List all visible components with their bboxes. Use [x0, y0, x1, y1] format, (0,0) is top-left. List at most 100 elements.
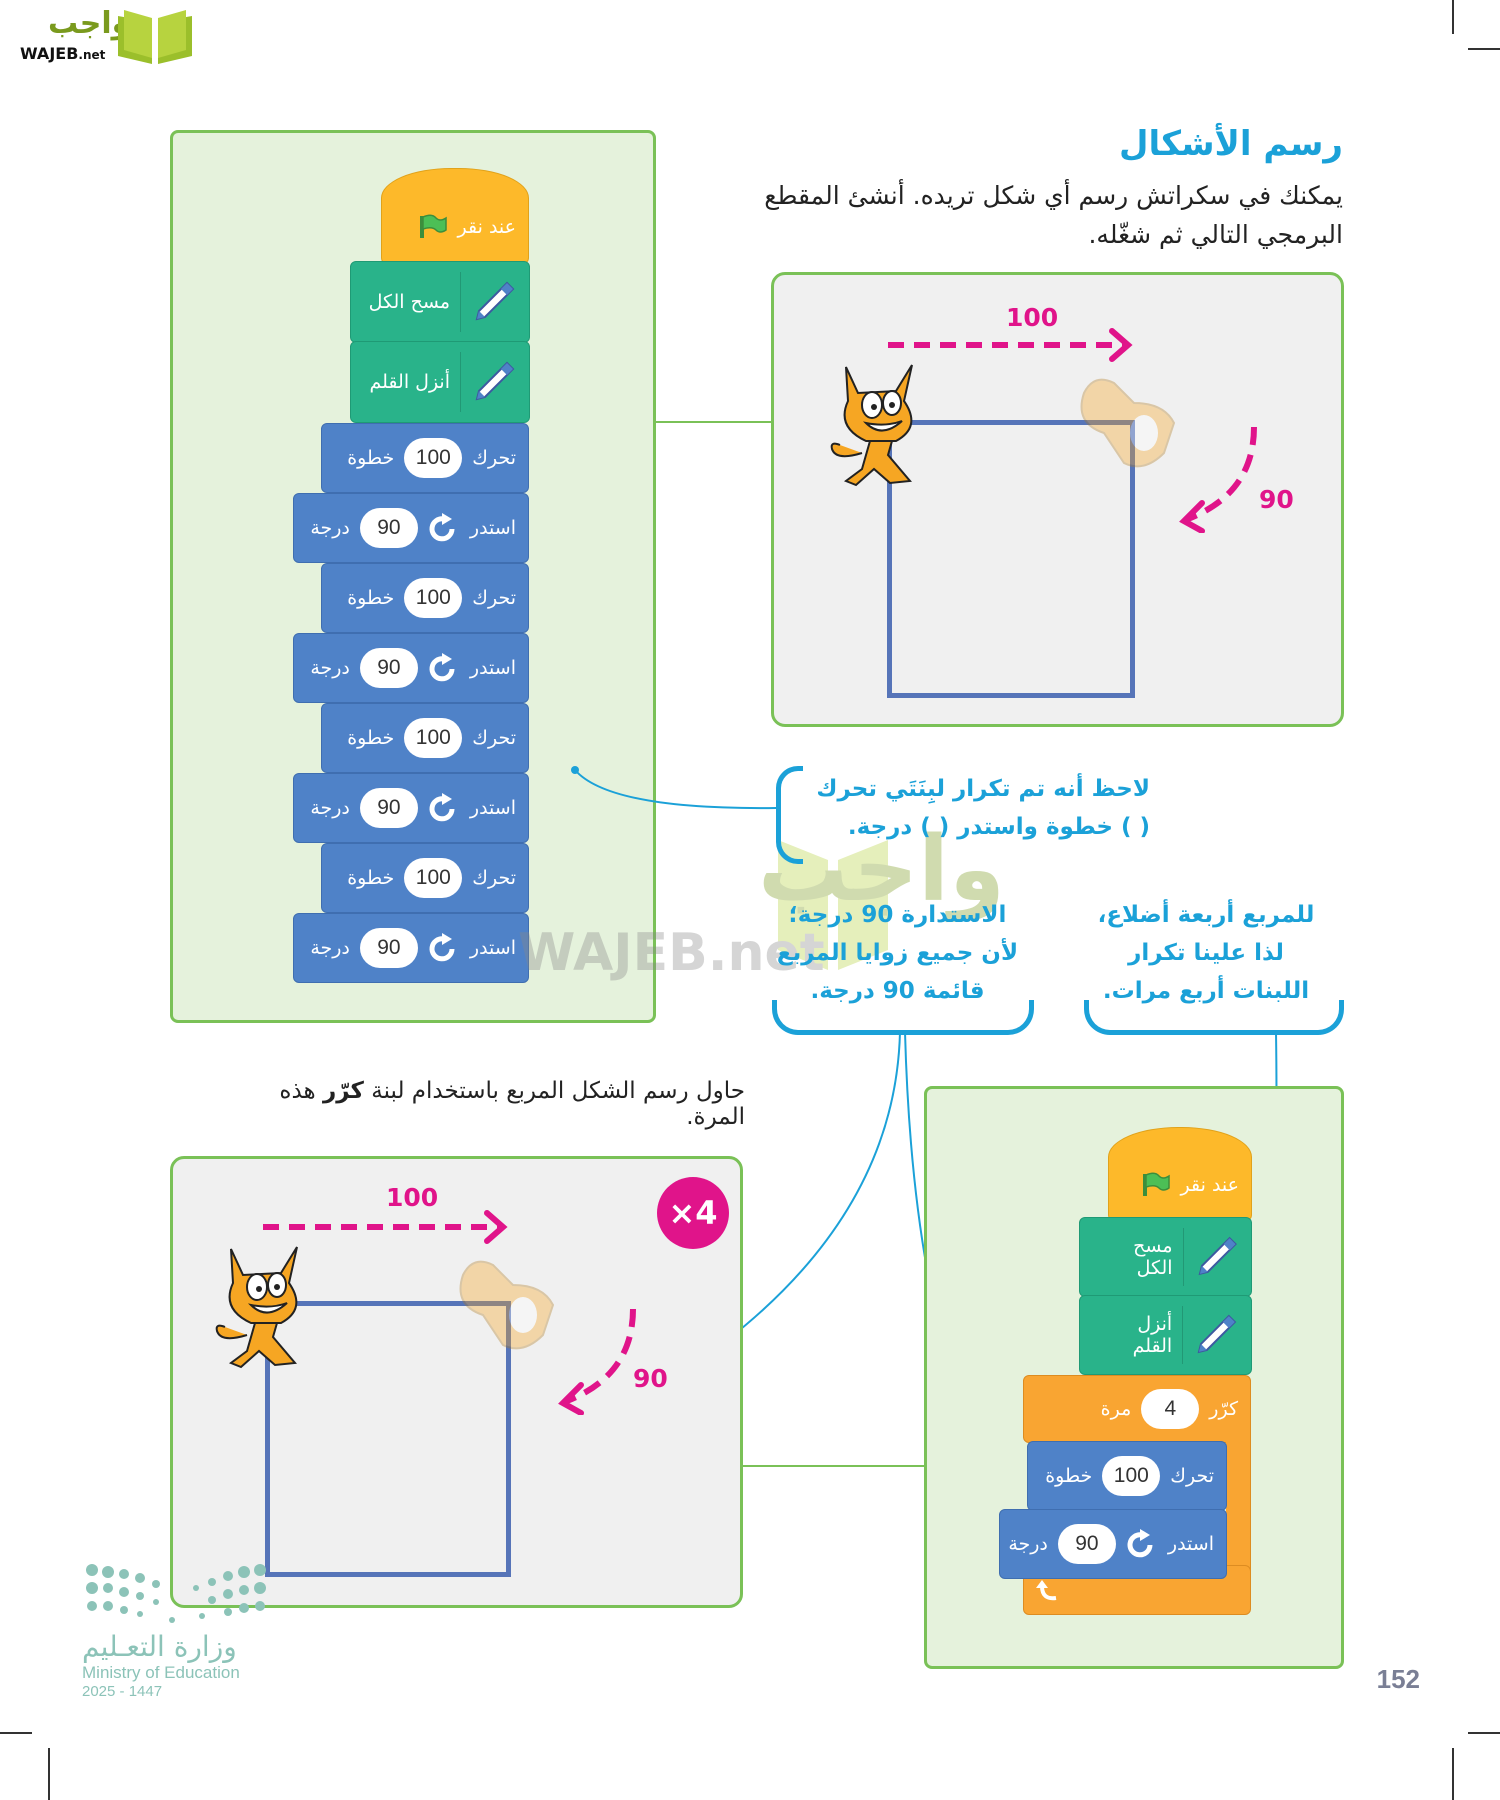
- block-label: مرة: [1100, 1398, 1132, 1420]
- pen-icon: [1197, 1314, 1237, 1354]
- move-steps-block[interactable]: تحرك 100 خطوة: [321, 703, 529, 773]
- pen-down-block[interactable]: أنزل القلم: [350, 341, 530, 423]
- block-label: درجة: [310, 797, 350, 819]
- block-label: تحرك: [472, 587, 516, 609]
- degrees-input[interactable]: 90: [359, 788, 418, 828]
- steps-input[interactable]: 100: [1102, 1456, 1161, 1496]
- crop-mark: [48, 1748, 50, 1800]
- block-label: تحرك: [472, 447, 516, 469]
- move-steps-block[interactable]: تحرك 100 خطوة: [321, 423, 529, 493]
- steps-input[interactable]: 100: [404, 718, 463, 758]
- turn-arrow: [1179, 426, 1257, 533]
- crop-mark: [1468, 1732, 1500, 1734]
- block-label: مسح الكل: [368, 291, 450, 313]
- connector-line: [743, 1465, 924, 1467]
- degrees-input[interactable]: 90: [359, 928, 418, 968]
- degrees-input[interactable]: 90: [359, 648, 418, 688]
- repeat-arm: [1226, 1435, 1251, 1575]
- stage-preview-1: 100 90: [771, 272, 1344, 727]
- move-steps-block[interactable]: تحرك 100 خطوة: [321, 563, 529, 633]
- logo-latin: WAJEB.net: [20, 44, 106, 63]
- when-flag-clicked-block[interactable]: عند نقر: [381, 168, 529, 264]
- angle-label: 90: [1259, 485, 1294, 514]
- callout-brace: [772, 1000, 1034, 1035]
- distance-arrow: [263, 1210, 508, 1244]
- block-label: مسح الكل: [1133, 1235, 1173, 1279]
- block-label: خطوة: [347, 867, 395, 889]
- logo-arabic: واجب: [48, 6, 131, 41]
- steps-input[interactable]: 100: [404, 438, 463, 478]
- repeat-times-badge: ×4: [657, 1177, 729, 1249]
- rotate-clockwise-icon: [428, 793, 460, 823]
- stage-preview-2: 100 90 ×4: [170, 1156, 743, 1608]
- erase-all-block[interactable]: مسح الكل: [350, 261, 530, 343]
- callout-notice: لاحظ أنه تم تكرار لبِنَتَي تحرك ( ) خطوة…: [816, 776, 1150, 840]
- degrees-input[interactable]: 90: [359, 508, 418, 548]
- loop-arrow-icon: [1036, 1580, 1057, 1601]
- block-label: تحرك: [1170, 1465, 1214, 1487]
- block-label: استدر: [469, 937, 516, 959]
- separator: [1182, 1228, 1184, 1286]
- pen-icon: [475, 361, 515, 401]
- block-label: تحرك: [472, 867, 516, 889]
- pen-icon: [475, 281, 515, 321]
- when-flag-clicked-block[interactable]: عند نقر: [1108, 1127, 1252, 1221]
- connector-line: [655, 421, 771, 423]
- crop-mark: [1452, 0, 1454, 34]
- green-flag-icon: [1142, 1172, 1170, 1196]
- block-label: درجة: [310, 937, 350, 959]
- drawn-square: [887, 420, 1135, 698]
- scratch-cat-sprite: [215, 1246, 298, 1369]
- callout-repeat-reason: للمربع أربعة أضلاع، لذا علينا تكرار اللب…: [1097, 902, 1315, 1004]
- turn-right-block[interactable]: استدر 90 درجة: [293, 913, 529, 983]
- turn-right-block[interactable]: استدر 90 درجة: [293, 773, 529, 843]
- move-steps-block[interactable]: تحرك 100 خطوة: [1027, 1441, 1227, 1511]
- crop-mark: [1468, 48, 1500, 50]
- callout-brace: [1084, 1000, 1344, 1035]
- block-label: أنزل القلم: [369, 371, 450, 393]
- pen-down-block[interactable]: أنزل القلم: [1079, 1295, 1252, 1375]
- rotated-cat-ghost: [1080, 378, 1176, 468]
- block-label: درجة: [1008, 1533, 1048, 1555]
- block-label: استدر: [469, 657, 516, 679]
- rotate-clockwise-icon: [428, 653, 460, 683]
- rotate-clockwise-icon: [428, 933, 460, 963]
- block-label: درجة: [310, 517, 350, 539]
- turn-right-block[interactable]: استدر 90 درجة: [293, 493, 529, 563]
- block-label: استدر: [469, 517, 516, 539]
- steps-input[interactable]: 100: [404, 858, 463, 898]
- distance-label: 100: [386, 1183, 439, 1212]
- callout-connector: [571, 766, 777, 810]
- intro-paragraph: يمكنك في سكراتش رسم أي شكل تريده. أنشئ ا…: [764, 181, 1343, 249]
- script-panel-repeat: عند نقر مسح الكل أنزل القلم كرّر 4 مرة ت…: [924, 1086, 1344, 1669]
- repeat-header: كرّر 4 مرة: [1023, 1375, 1251, 1443]
- block-label: خطوة: [347, 587, 395, 609]
- steps-input[interactable]: 100: [404, 578, 463, 618]
- turn-right-block[interactable]: استدر 90 درجة: [293, 633, 529, 703]
- instruction-part: حاول رسم الشكل المربع باستخدام لبنة: [363, 1078, 745, 1104]
- angle-label: 90: [633, 1364, 668, 1393]
- turn-arrow: [558, 1308, 636, 1415]
- rotate-clockwise-icon: [428, 513, 460, 543]
- turn-right-block[interactable]: استدر 90 درجة: [999, 1509, 1227, 1579]
- script-panel-long: عند نقر مسح الكل أنزل القلم تحرك 100 خطو…: [170, 130, 656, 1023]
- callout-bracket: [776, 766, 803, 864]
- ministry-logo: وزارة التعـليم Ministry of Education 202…: [82, 1560, 282, 1700]
- repeat-count-input[interactable]: 4: [1141, 1389, 1200, 1429]
- wajeb-logo[interactable]: واجب WAJEB.net: [8, 4, 192, 66]
- move-steps-block[interactable]: تحرك 100 خطوة: [321, 843, 529, 913]
- crop-mark: [0, 1732, 32, 1734]
- block-label: خطوة: [1045, 1465, 1093, 1487]
- instruction-text: حاول رسم الشكل المربع باستخدام لبنة كرّر…: [220, 1078, 745, 1130]
- block-label: كرّر: [1209, 1398, 1238, 1420]
- callout-angle-reason: الاستدارة 90 درجة؛ لأن جميع زوايا المربع…: [776, 902, 1019, 1004]
- instruction-part: هذه المرة.: [279, 1078, 745, 1130]
- block-label: أنزل القلم: [1132, 1313, 1173, 1357]
- erase-all-block[interactable]: مسح الكل: [1079, 1217, 1252, 1297]
- pen-icon: [1198, 1236, 1237, 1276]
- block-label: درجة: [310, 657, 350, 679]
- degrees-input[interactable]: 90: [1057, 1524, 1116, 1564]
- ministry-english: Ministry of Education: [82, 1663, 240, 1682]
- block-label: خطوة: [347, 447, 395, 469]
- distance-label: 100: [1006, 303, 1059, 332]
